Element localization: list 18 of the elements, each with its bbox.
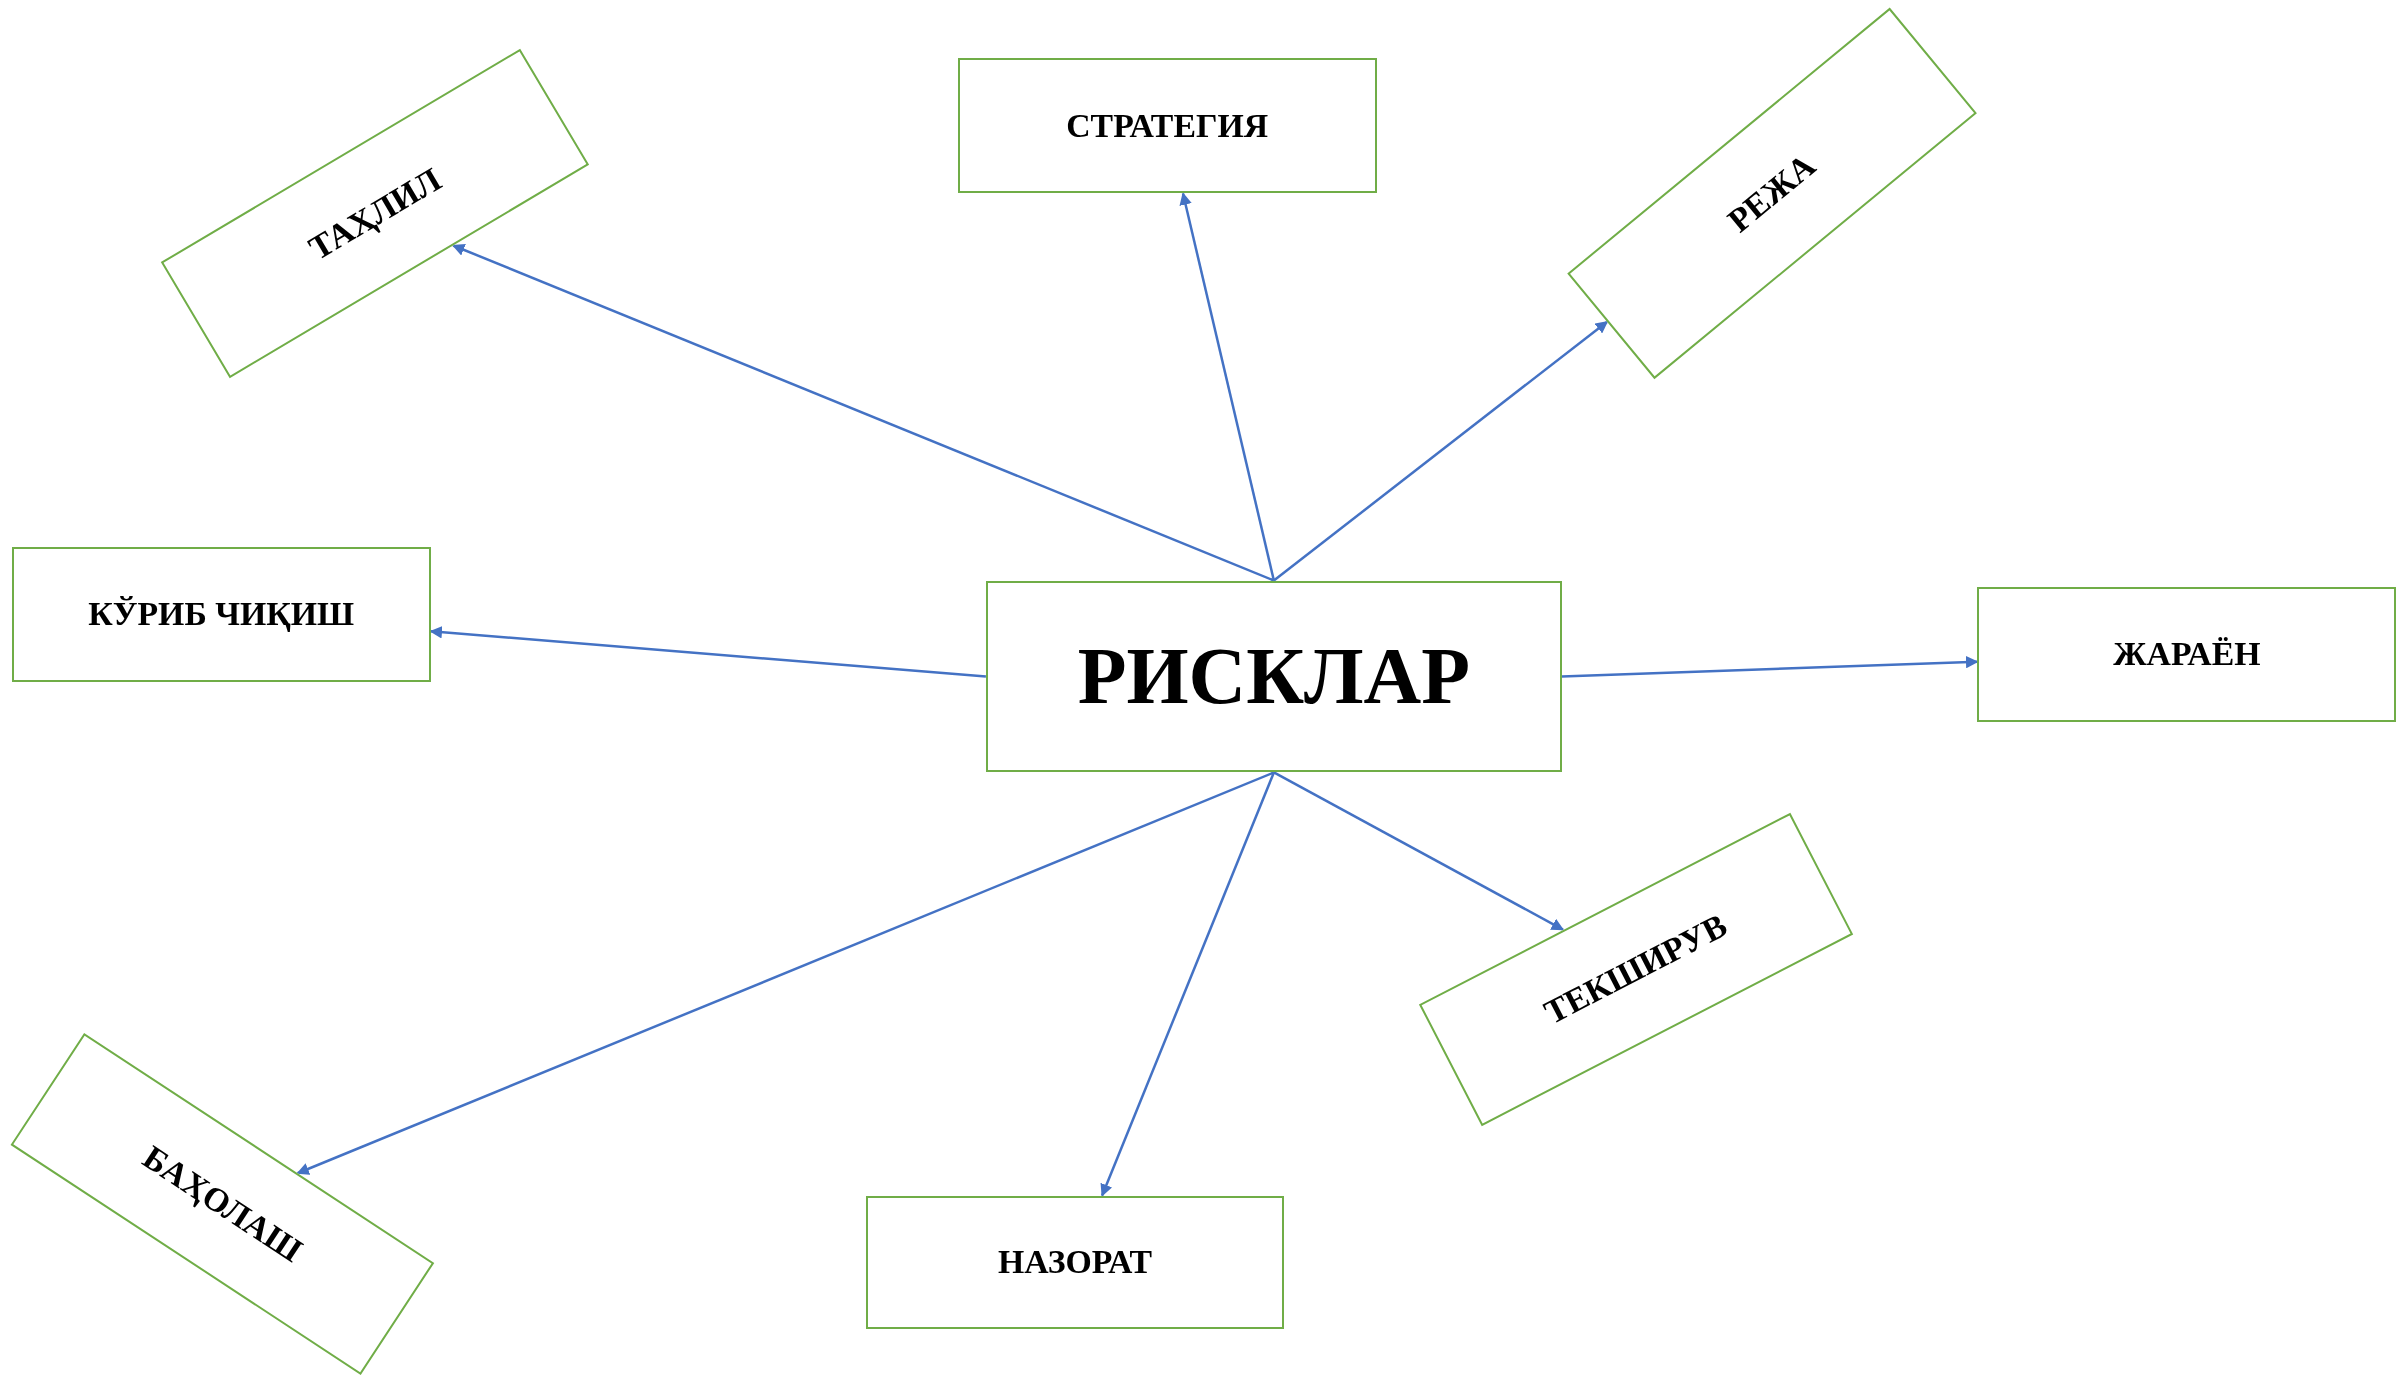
- node-label: СТРАТЕГИЯ: [1066, 106, 1269, 145]
- arrow: [429, 626, 987, 678]
- process-box: [957, 58, 1377, 194]
- arrow: [1273, 320, 1609, 582]
- process-box: [866, 1195, 1284, 1330]
- arrow: [1100, 772, 1276, 1197]
- arrow: [1179, 192, 1276, 581]
- central-box: [985, 580, 1562, 773]
- arrow: [452, 243, 1275, 582]
- node-label: НАЗОРАТ: [997, 1243, 1153, 1282]
- node-label: РИСКЛАР: [1077, 630, 1471, 722]
- node-label: КЎРИБ ЧИҚИШ: [88, 595, 355, 634]
- process-box: [11, 546, 431, 682]
- arrow: [1561, 655, 1979, 678]
- arrow: [296, 771, 1275, 1175]
- process-box: [1977, 586, 2397, 722]
- arrow: [1273, 771, 1565, 931]
- node-label: ЖАРАЁН: [2113, 635, 2261, 674]
